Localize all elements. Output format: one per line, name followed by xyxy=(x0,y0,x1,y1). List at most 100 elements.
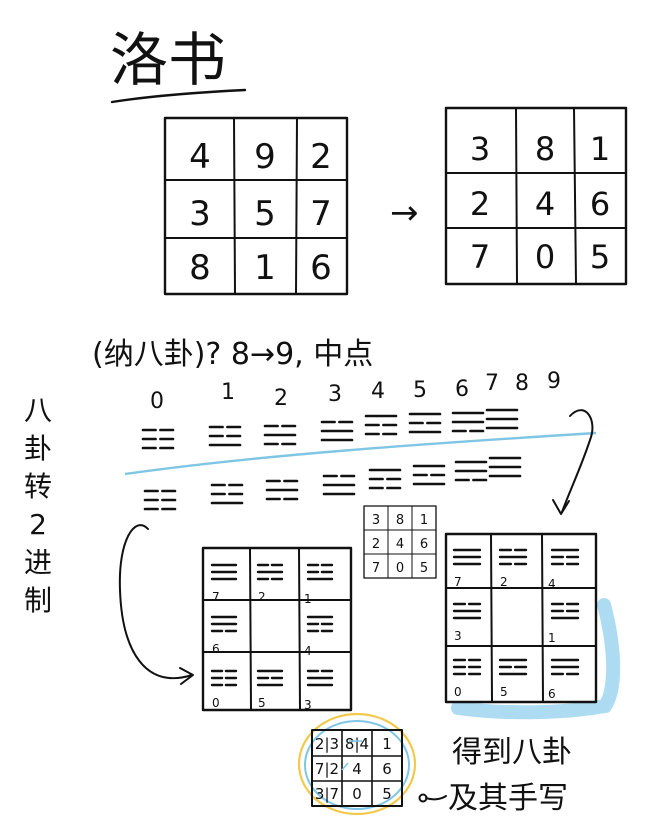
luoshu-cell: 3 xyxy=(189,194,211,234)
index-label: 3 xyxy=(328,382,342,407)
small-grid-cell: 2 xyxy=(372,537,380,552)
right_bagua-label: 0 xyxy=(454,685,462,699)
luoshu-cell: 7 xyxy=(310,194,332,234)
right_bagua-label: 4 xyxy=(548,577,556,591)
left_bagua-label: 2 xyxy=(258,590,266,604)
luoshu-cell: 1 xyxy=(254,248,276,288)
left_bagua-trigram-000 xyxy=(210,669,238,687)
left_bagua-label: 7 xyxy=(212,590,220,604)
bottom-grid-cell: 3|7 xyxy=(315,785,339,803)
bottom-grid-cell: 1 xyxy=(382,735,392,753)
arrow-right-head xyxy=(552,499,570,515)
note-connector xyxy=(425,795,447,801)
right_bagua-trigram-110 xyxy=(550,658,580,676)
trigram-bottom-001 xyxy=(210,483,244,505)
bottom-grid-cell: 0 xyxy=(352,785,362,803)
arrow-left-head xyxy=(179,667,194,685)
trigram-top-110 xyxy=(451,411,485,433)
luoshu-cell: 6 xyxy=(310,248,332,288)
transformed-cell: 5 xyxy=(590,238,610,276)
bottom-grid-cell: 5 xyxy=(382,785,392,803)
left_bagua-label: 6 xyxy=(212,642,220,656)
trigram-top-101 xyxy=(408,412,442,434)
blue-loop xyxy=(304,720,410,810)
question-line: (纳八卦)? 8→9, 中点 xyxy=(92,337,373,372)
small-grid-cell: 8 xyxy=(396,513,404,528)
index-label: 6 xyxy=(455,377,469,402)
transformed-cell: 0 xyxy=(535,238,555,276)
right_bagua-trigram-111 xyxy=(452,548,482,566)
left_bagua-label: 3 xyxy=(304,698,312,712)
small-grid-cell: 4 xyxy=(396,537,404,552)
transformed-cell: 4 xyxy=(535,185,555,223)
small-grid-cell: 7 xyxy=(372,561,380,576)
transformed-cell: 2 xyxy=(470,185,490,223)
small-grid-cell: 3 xyxy=(372,513,380,528)
right_bagua-label: 1 xyxy=(548,631,556,645)
right_bagua-label: 3 xyxy=(454,629,462,643)
left_bagua-trigram-101 xyxy=(256,669,284,687)
trigram-bottom-011 xyxy=(322,474,356,496)
right_bagua-label: 2 xyxy=(500,575,508,589)
left_bagua-label: 4 xyxy=(304,644,312,658)
small-grid-cell: 5 xyxy=(420,561,428,576)
arrow-right-curve xyxy=(561,409,594,513)
left_bagua-trigram-111 xyxy=(210,563,238,581)
left_bagua-label: 1 xyxy=(304,592,312,606)
left_bagua-trigram-011 xyxy=(306,669,334,687)
right_bagua-label: 5 xyxy=(500,685,508,699)
trigram-top-001 xyxy=(208,425,242,447)
blue-highlight xyxy=(451,598,621,720)
yellow-loop xyxy=(297,712,417,816)
left_bagua-label: 0 xyxy=(212,696,220,710)
trigram-top-000 xyxy=(141,428,175,450)
trigram-top-100 xyxy=(364,414,398,436)
small-grid-cell: 6 xyxy=(420,537,428,552)
index-label: 2 xyxy=(274,386,288,411)
luoshu-cell: 4 xyxy=(189,137,211,177)
right_bagua-trigram-011 xyxy=(452,602,482,620)
index-label: 5 xyxy=(413,378,427,403)
title: 洛书 xyxy=(110,26,226,94)
transformed-cell: 7 xyxy=(470,238,490,276)
trigram-bottom-010 xyxy=(265,479,299,501)
right_bagua-trigram-010 xyxy=(498,548,528,566)
title-underline xyxy=(110,88,247,104)
right_bagua-trigram-001 xyxy=(550,602,580,620)
index-label: 7 xyxy=(485,371,499,396)
trigram-bottom-101 xyxy=(412,464,446,486)
left_bagua-label: 5 xyxy=(258,696,266,710)
bottom-grid-cell: 8|4 xyxy=(345,735,369,753)
bottom-note-line-2: 及其手写 xyxy=(448,781,568,816)
transformed-cell: 8 xyxy=(535,130,555,168)
trigram-row-bottom xyxy=(143,456,522,511)
left_bagua-trigram-110 xyxy=(210,615,238,633)
transformed-cell: 6 xyxy=(590,185,610,223)
index-label: 9 xyxy=(547,369,561,394)
luoshu-cell: 8 xyxy=(189,248,211,288)
trigram-row-top xyxy=(141,408,519,450)
luoshu-cell: 9 xyxy=(254,137,276,177)
trigram-top-010 xyxy=(263,424,297,446)
trigram-top-011 xyxy=(320,420,354,442)
bottom-grid-hint-arrow xyxy=(341,762,349,771)
luoshu-cell: 2 xyxy=(310,137,332,177)
bottom-grid-cell: 6 xyxy=(382,760,392,778)
left_bagua-trigram-001 xyxy=(306,563,334,581)
right_bagua-trigram-101 xyxy=(498,658,528,676)
transform-arrow: → xyxy=(390,193,419,233)
bottom-note-line-1: 得到八卦 xyxy=(452,735,572,770)
trigram-top-111 xyxy=(485,408,519,430)
trigram-bottom-000 xyxy=(143,489,177,511)
small-grid-cell: 1 xyxy=(420,513,428,528)
trigram-bottom-110 xyxy=(454,460,488,482)
